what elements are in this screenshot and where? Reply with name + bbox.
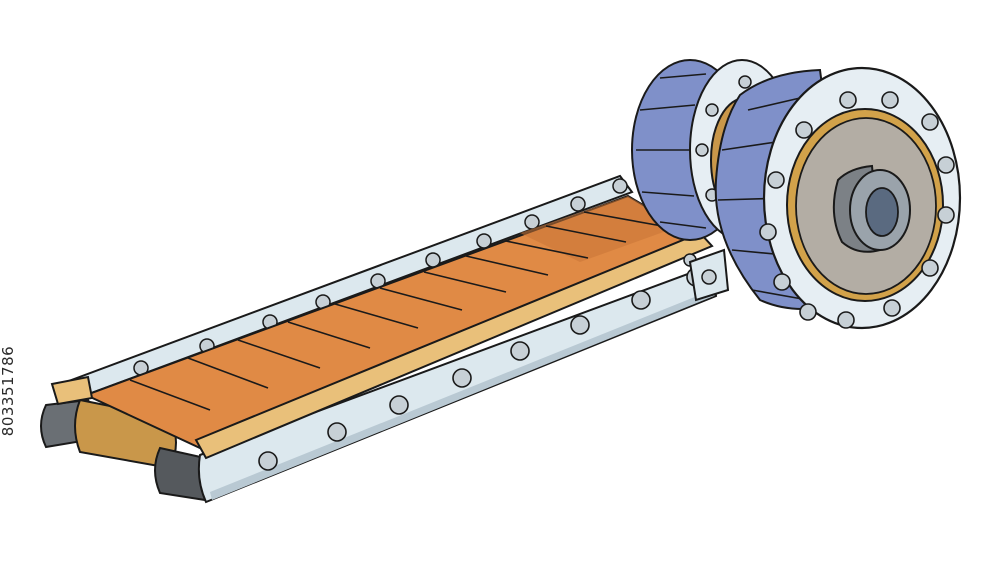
bolt bbox=[570, 196, 586, 212]
slat-line bbox=[583, 211, 663, 227]
slat-line bbox=[379, 287, 463, 311]
front-flange-bolts bbox=[759, 91, 955, 329]
side-frame-rail bbox=[197, 263, 718, 504]
slat-line bbox=[423, 271, 507, 293]
back-wood-edge bbox=[50, 375, 94, 406]
slat-line bbox=[545, 225, 627, 243]
bolt bbox=[773, 273, 791, 291]
slat-line bbox=[505, 240, 589, 259]
slat-line bbox=[334, 303, 419, 329]
front-wood-edge bbox=[194, 231, 714, 460]
bolt bbox=[452, 368, 472, 388]
frame-bolts bbox=[258, 267, 706, 471]
bolt bbox=[799, 303, 817, 321]
belt-surface bbox=[50, 194, 714, 460]
slat-line bbox=[237, 339, 321, 369]
bolt bbox=[767, 171, 785, 189]
drive-roller-front bbox=[714, 66, 962, 330]
shaft-bore bbox=[865, 187, 899, 237]
bolt bbox=[705, 103, 719, 117]
rear-roller-segments bbox=[636, 73, 707, 229]
belt-shade bbox=[520, 196, 680, 262]
bolt bbox=[327, 422, 347, 442]
bolt bbox=[695, 143, 709, 157]
bolt bbox=[570, 315, 590, 335]
bolt bbox=[937, 206, 955, 224]
bolt bbox=[612, 178, 628, 194]
bolt bbox=[759, 223, 777, 241]
bolt bbox=[510, 341, 530, 361]
bolt bbox=[795, 121, 813, 139]
bolt bbox=[837, 311, 855, 329]
slat-line bbox=[187, 357, 269, 389]
belt-slat-lines bbox=[129, 211, 663, 411]
bolt bbox=[937, 156, 955, 174]
bolt bbox=[881, 91, 899, 109]
bolt bbox=[921, 259, 939, 277]
bolt bbox=[476, 233, 492, 249]
slat-line bbox=[465, 255, 549, 276]
back-rail-bolts bbox=[133, 178, 628, 376]
bolt bbox=[631, 290, 651, 310]
bolt bbox=[921, 113, 939, 131]
bolt bbox=[701, 269, 717, 285]
bolt bbox=[839, 91, 857, 109]
slat-line bbox=[287, 321, 371, 349]
bolt bbox=[524, 214, 540, 230]
bolt bbox=[883, 299, 901, 317]
bolt bbox=[389, 395, 409, 415]
drive-shaft bbox=[832, 164, 911, 253]
frame-front-shadow bbox=[210, 290, 714, 500]
bolt bbox=[738, 75, 752, 89]
bolt bbox=[258, 451, 278, 471]
slat-line bbox=[129, 379, 211, 411]
stock-id-label: 803351786 bbox=[0, 345, 17, 437]
